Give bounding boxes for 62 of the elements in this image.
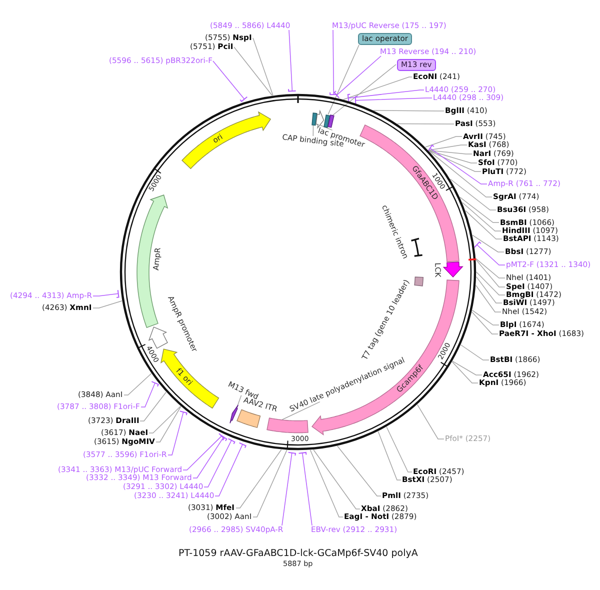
leader-line bbox=[319, 124, 333, 131]
leader-line bbox=[425, 136, 462, 148]
leader-line bbox=[310, 450, 344, 518]
leader-line bbox=[204, 438, 236, 488]
leader-line bbox=[236, 449, 282, 508]
leader-line bbox=[334, 56, 382, 98]
leader-line bbox=[462, 202, 502, 232]
leader-line bbox=[476, 276, 502, 304]
leader-line bbox=[212, 60, 248, 102]
leader-line bbox=[252, 38, 274, 96]
leader-line bbox=[214, 442, 246, 496]
leader-line bbox=[156, 406, 182, 442]
leader-line bbox=[460, 196, 500, 223]
leader-line bbox=[234, 46, 273, 96]
leader-line bbox=[428, 150, 472, 154]
leader-line bbox=[92, 290, 120, 298]
leader-line bbox=[386, 426, 412, 472]
map-title: PT-1059 rAAV-GFaABC1D-lck-GCaMp6f-SV40 polyA bbox=[178, 548, 418, 558]
leader-line bbox=[330, 30, 338, 96]
leader-line bbox=[332, 64, 396, 116]
leader-line bbox=[416, 404, 444, 440]
leader-line bbox=[282, 452, 296, 526]
leader-line bbox=[427, 144, 488, 184]
leader-line bbox=[148, 406, 181, 434]
leader-line bbox=[476, 285, 502, 312]
leader-line bbox=[140, 381, 159, 408]
leader-line bbox=[476, 272, 506, 296]
leader-line bbox=[313, 449, 360, 510]
leader-line bbox=[252, 450, 288, 518]
leader-line bbox=[343, 76, 412, 100]
leader-line bbox=[92, 300, 122, 308]
leader-line bbox=[288, 30, 296, 92]
leader-line bbox=[450, 178, 496, 210]
leader-line bbox=[328, 44, 360, 115]
leader-line bbox=[465, 210, 502, 240]
leader-line bbox=[428, 150, 482, 172]
leader-line bbox=[124, 373, 152, 396]
leader-line bbox=[476, 258, 506, 278]
leader-line bbox=[354, 96, 432, 104]
leader-line bbox=[428, 150, 478, 164]
leader-line bbox=[298, 452, 312, 526]
leader-line bbox=[337, 446, 382, 496]
leader-line bbox=[472, 234, 504, 252]
leader-line bbox=[472, 312, 498, 334]
leader-line bbox=[472, 310, 500, 326]
leader-line bbox=[140, 392, 166, 422]
leader-line bbox=[312, 124, 314, 136]
leader-line bbox=[378, 431, 402, 480]
leader-line bbox=[396, 123, 454, 124]
leader-line bbox=[452, 360, 482, 376]
leader-line bbox=[182, 433, 225, 470]
leader-line bbox=[476, 259, 506, 288]
leader-line bbox=[474, 242, 506, 266]
leader-line bbox=[460, 344, 490, 360]
leader-line bbox=[373, 110, 444, 112]
leader-line bbox=[168, 410, 188, 456]
leader-line bbox=[347, 90, 424, 102]
leader-line bbox=[282, 401, 320, 420]
leader-line bbox=[428, 150, 492, 198]
leader-line bbox=[192, 434, 228, 478]
leader-line bbox=[452, 361, 478, 384]
leader-line bbox=[428, 144, 468, 151]
